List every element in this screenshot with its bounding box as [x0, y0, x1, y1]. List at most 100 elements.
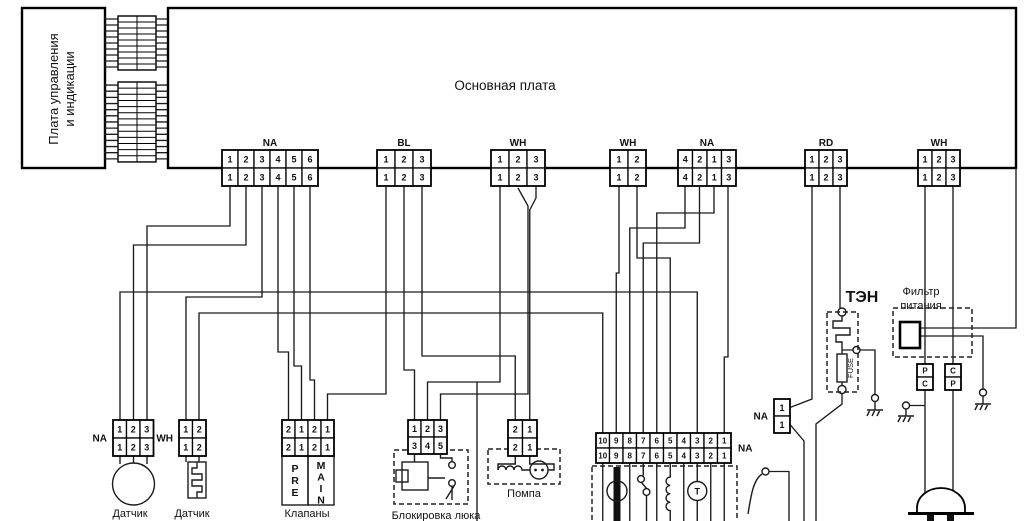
ground-symbol — [897, 401, 914, 423]
mains-filter: Фильтр питания — [892, 286, 973, 358]
connector-pin-label: 2 — [312, 442, 317, 452]
wires-motor — [615, 186, 729, 433]
level-sensor-label-line1: Датчик — [112, 508, 147, 520]
pump-motor-symbol — [529, 460, 549, 480]
level-sensor-connector-label: NA — [93, 434, 107, 445]
connector-pin-label: 1 — [183, 442, 188, 452]
connector-pin-label: 7 — [641, 437, 646, 446]
connector-pin-label: C — [922, 380, 928, 389]
connector-pin-label: 1 — [527, 424, 532, 434]
control-board-label-line1: Плата управления — [46, 33, 61, 144]
level-sensor: Датчик уровня — [111, 456, 156, 520]
connector-pin-label: 2 — [425, 424, 430, 434]
board-connector-na4-label: NA — [700, 138, 714, 149]
board-connector-rd-label: RD — [819, 138, 833, 149]
connector-pin-label: 1 — [497, 154, 502, 164]
plug-prong — [947, 515, 954, 521]
connector-pin-label: 2 — [197, 424, 202, 434]
connector-pin-label: 2 — [936, 154, 941, 164]
connector-pin-label: 1 — [325, 442, 330, 452]
connector-pin-label: 4 — [425, 441, 430, 451]
board-connector-na6-label: NA — [263, 138, 277, 149]
heater-side-terminal — [852, 345, 861, 355]
connector-pin-label: 2 — [513, 442, 518, 452]
connector-pin-label: 8 — [628, 452, 633, 461]
connector-pin-label: 2 — [131, 442, 136, 452]
connector-pin-label: 5 — [291, 172, 296, 182]
motor-thermo-symbol — [687, 480, 708, 502]
connector-pin-label: 2 — [286, 424, 291, 434]
drive-motor: R T — [591, 463, 770, 521]
connector-pin-label: 1 — [183, 424, 188, 434]
wires-valves-lock-pump — [326, 186, 537, 521]
plug-prong — [927, 515, 934, 521]
board-connector-wh-a-label: WH — [510, 138, 527, 149]
connector-pin-label: 4 — [683, 154, 688, 164]
connector-pin-label: 2 — [634, 172, 639, 182]
connector-pin-label: 1 — [383, 172, 388, 182]
motor-brush-symbol — [747, 473, 763, 515]
connector-pin-label: 1 — [809, 154, 814, 164]
wires-sensors — [119, 186, 698, 433]
control-board-label-line2: и индикации — [62, 51, 77, 126]
heater: ТЭН FUSE — [826, 289, 878, 395]
connector-pin-label: 2 — [401, 172, 406, 182]
connector-pin-label: 2 — [823, 154, 828, 164]
connector-pin-label: 2 — [823, 172, 828, 182]
filter-label-line2: питания — [900, 300, 941, 312]
connector-pin-label: 2 — [709, 452, 714, 461]
valve-main-letter: I — [320, 483, 323, 495]
ribbon-grid — [117, 81, 157, 163]
valve-pre-letter: P — [291, 463, 298, 475]
connector-pin-label: 1 — [616, 172, 621, 182]
connector-pin-label: 3 — [726, 172, 731, 182]
connector-pin-label: 2 — [243, 172, 248, 182]
connector-pin-label: P — [950, 380, 956, 389]
temp-sensor-label-line1: Датчик — [174, 508, 209, 520]
connector-pin-label: 1 — [527, 442, 532, 452]
connector-pin-label: 1 — [383, 154, 388, 164]
motor-tacho-letter: R — [614, 487, 621, 497]
connector-pin-label: 1 — [712, 172, 717, 182]
connector-pin-label: 3 — [726, 154, 731, 164]
connector-pin-label: 6 — [307, 172, 312, 182]
board-connector-bl-label: BL — [397, 138, 410, 149]
valve-main-letter: A — [317, 472, 325, 484]
connector-pin-label: 5 — [291, 154, 296, 164]
connector-pin-label: 2 — [243, 154, 248, 164]
connector-pin-label: 1 — [117, 442, 122, 452]
pump-coil-symbol — [497, 465, 530, 471]
connector-pin-label: 2 — [131, 424, 136, 434]
ribbon-cables — [104, 15, 168, 163]
connector-pin-label: 2 — [312, 424, 317, 434]
ground-symbols — [866, 388, 991, 423]
connector-pin-label: 1 — [412, 424, 417, 434]
pump-label: Помпа — [507, 488, 542, 500]
connector-pin-label: 5 — [668, 437, 673, 446]
connector-pin-label: 3 — [533, 172, 538, 182]
connector-pin-label: 3 — [259, 154, 264, 164]
connector-pin-label: 6 — [307, 154, 312, 164]
temp-sensor-connector-label: WH — [156, 434, 173, 445]
connector-pin-label: 1 — [616, 154, 621, 164]
connector-pin-label: 1 — [325, 424, 330, 434]
connector-pin-label: 3 — [695, 437, 700, 446]
connector-pin-label: 3 — [144, 442, 149, 452]
motor-switch-contact — [636, 474, 646, 484]
connector-pin-label: 3 — [438, 424, 443, 434]
connector-pin-label: 1 — [809, 172, 814, 182]
connector-pin-label: 3 — [419, 154, 424, 164]
